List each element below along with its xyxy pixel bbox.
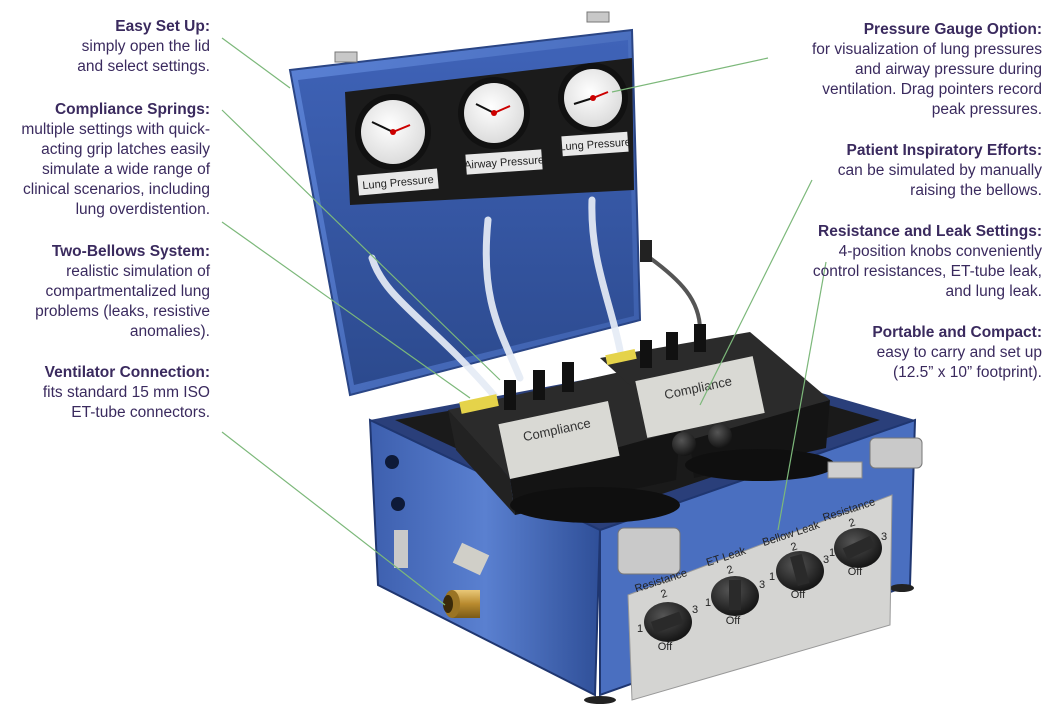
callout-easy-setup: Easy Set Up: simply open the lid and sel… [0,17,210,77]
compliance-plate-left [498,400,620,480]
callout-ventilator-connection: Ventilator Connection: fits standard 15 … [0,363,210,423]
callout-line: raising the bellows. [910,182,1042,199]
callout-line: control resistances, ET-tube leak, [812,263,1042,280]
knob-4-right: 3 [881,531,887,543]
cable [648,256,702,331]
callout-two-bellows: Two-Bellows System: realistic simulation… [0,242,210,342]
knob-resistance-2 [834,528,882,568]
latch-hinge [827,461,863,479]
callout-compliance-springs: Compliance Springs: multiple settings wi… [0,100,210,220]
callout-line: easy to carry and set up [876,344,1042,361]
callout-line: realistic simulation of [66,263,210,280]
knob-2-number: 2 [725,563,735,576]
knob-1-bottom: Off [658,641,673,653]
connector [640,240,652,262]
callout-line: can be simulated by manually [837,162,1042,179]
knob-1-left: 1 [637,623,643,635]
knob-3-bottom: Off [791,589,806,601]
callout-line: problems (leaks, resistive [35,303,210,320]
gauge-3-label: Lung Pressure [559,137,631,154]
callout-line: simulate a wide range of [41,161,210,178]
callout-resistance-leak: Resistance and Leak Settings: 4-position… [770,222,1042,302]
callout-line: and lung leak. [945,283,1042,300]
knob-3-number: 2 [789,540,799,553]
knob-et-leak [711,576,759,616]
knob-3-right: 3 [823,554,829,566]
grip-ball-right [708,424,732,448]
gauge-1-plate [357,168,439,196]
gauge-2-plate [465,149,543,175]
knob-4-number: 2 [847,516,857,529]
callout-title: Compliance Springs: [54,101,210,118]
grip-ball-left [672,432,696,456]
side-label [394,530,408,568]
callout-title: Easy Set Up: [115,18,210,35]
callout-line: and select settings. [77,58,210,75]
callout-line: compartmentalized lung [45,283,210,300]
gauge-tubes [368,196,624,404]
gauge-2 [458,77,530,149]
knob-1-right: 3 [692,604,698,616]
callout-line: anomalies). [129,323,210,340]
callout-title: Pressure Gauge Option: [863,21,1042,38]
callout-title: Ventilator Connection: [44,364,210,381]
callout-line: clinical scenarios, including [23,181,210,198]
knob-4-left: 1 [829,547,835,559]
leader-lines [221,37,827,606]
bellows-right: Compliance [600,332,835,481]
callout-pressure-gauge: Pressure Gauge Option: for visualization… [770,20,1042,120]
callout-line: ET-tube connectors. [71,404,210,421]
gauge-3-plate [561,131,629,157]
callout-line: peak pressures. [931,101,1042,118]
knob-2-bottom: Off [726,615,741,627]
gauge-1 [355,94,431,170]
knob-2-right: 3 [759,579,765,591]
callout-line: acting grip latches easily [41,141,210,158]
callout-title: Portable and Compact: [872,324,1042,341]
knob-1-number: 2 [659,587,669,600]
callout-line: multiple settings with quick- [21,121,210,138]
callout-title: Two-Bellows System: [51,243,210,260]
callout-title: Resistance and Leak Settings: [818,223,1042,240]
knob-resistance-1 [644,602,692,642]
knob-3-left: 1 [769,571,775,583]
gauge-2-label: Airway Pressure [464,154,545,172]
callout-line: and airway pressure during [855,61,1042,78]
callout-line: (12.5” x 10” footprint). [892,364,1042,381]
callout-inspiratory-efforts: Patient Inspiratory Efforts: can be simu… [770,141,1042,201]
latch-side [869,437,923,469]
callout-line: lung overdistention. [75,201,210,218]
knob-4-bottom: Off [848,566,863,578]
callout-portable-compact: Portable and Compact: easy to carry and … [770,323,1042,383]
callout-line: simply open the lid [81,38,210,55]
compliance-knobs [459,324,706,414]
latch-front [617,527,681,575]
knob-bellow-leak [776,551,824,591]
compliance-plate-right [635,356,765,438]
callout-line: ventilation. Drag pointers record [822,81,1042,98]
callout-line: 4-position knobs conveniently [838,243,1042,260]
knob-2-left: 1 [705,597,711,609]
callout-title: Patient Inspiratory Efforts: [846,142,1043,159]
ventilator-connector [443,590,480,618]
gauge-3 [558,63,628,133]
callout-line: for visualization of lung pressures [811,41,1042,58]
callout-line: fits standard 15 mm ISO [42,384,210,401]
control-panel [627,494,893,701]
